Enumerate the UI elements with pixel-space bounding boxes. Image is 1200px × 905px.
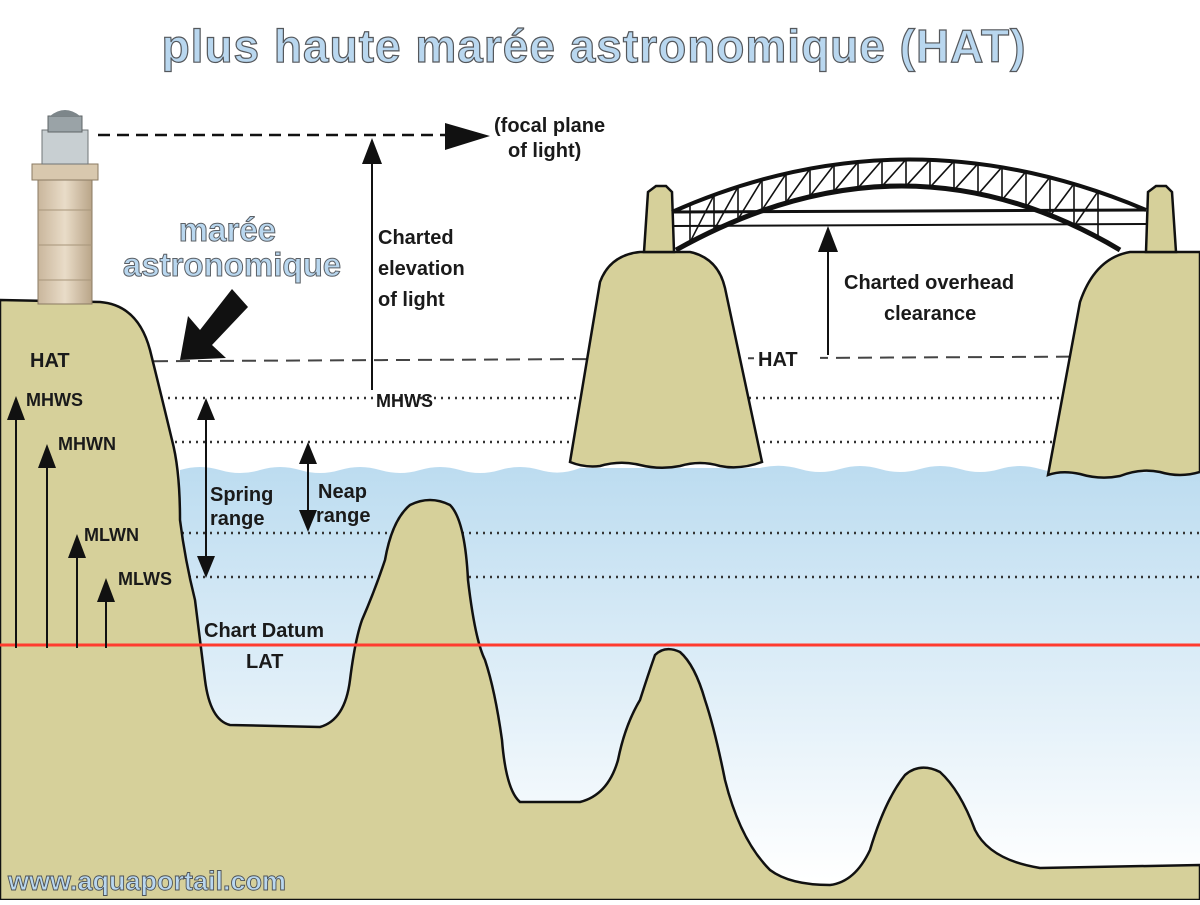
spring-range-label: Spring range [210, 484, 279, 530]
focal-plane-label: (focal plane of light) [494, 115, 611, 162]
bridge-pier-right [1046, 250, 1200, 479]
focal-plane-arrowhead [445, 123, 490, 150]
callout-arrow-icon [180, 289, 248, 360]
neap-range-arrowhead-top [299, 442, 317, 464]
hat-label-left: HAT [30, 350, 70, 372]
chart-datum-label: Chart Datum LAT [204, 620, 330, 673]
bridge-pier-left [568, 250, 764, 469]
spring-range-arrowhead-top [197, 398, 215, 420]
spring-range-arrowhead-bottom [197, 556, 215, 578]
website-url: www.aquaportail.com [7, 866, 286, 896]
lighthouse [31, 110, 99, 305]
mhws-label-left: MHWS [26, 390, 83, 410]
hat-label-mid: HAT [758, 349, 798, 371]
charted-elevation-label: Charted elevation of light [378, 227, 470, 311]
mhwn-label: MHWN [58, 434, 116, 454]
mhws-label-mid: MHWS [376, 391, 433, 411]
bridge-tower-left [642, 184, 676, 254]
callout-text: marée astronomique [123, 211, 341, 283]
bridge-truss [689, 158, 1099, 243]
hat-label-mid-bg [754, 342, 820, 370]
mlwn-label: MLWN [84, 525, 139, 545]
page-title: plus haute marée astronomique (HAT) [162, 20, 1027, 72]
seabed [0, 298, 1200, 902]
mlws-label: MLWS [118, 569, 172, 589]
bridge-arch [671, 157, 1147, 253]
level-arrows [7, 396, 115, 648]
elevation-arrowhead [362, 138, 382, 164]
neap-range-label: Neap range [316, 481, 372, 527]
overhead-clearance-label: Charted overhead clearance [844, 272, 1020, 325]
clearance-arrowhead [818, 226, 838, 252]
bridge-tower-right [1144, 184, 1178, 254]
neap-range-arrowhead-bottom [299, 510, 317, 532]
